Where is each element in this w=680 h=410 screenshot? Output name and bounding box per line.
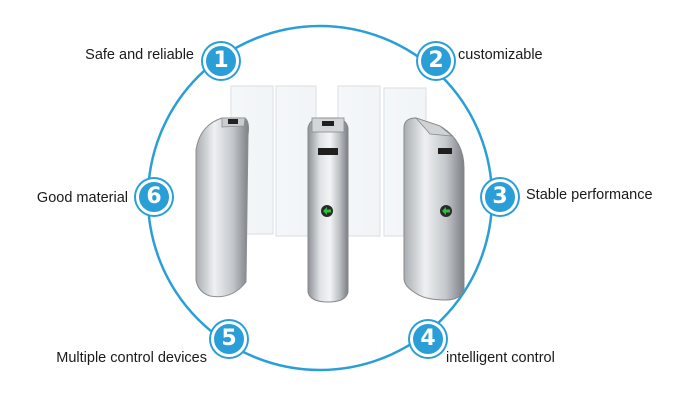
feature-label-5: Multiple control devices bbox=[56, 350, 207, 366]
feature-label-1: Safe and reliable bbox=[85, 47, 194, 63]
feature-badge-2: 2 bbox=[418, 43, 454, 79]
feature-label-3: Stable performance bbox=[526, 187, 653, 203]
feature-badge-1: 1 bbox=[203, 43, 239, 79]
feature-badge-4: 4 bbox=[410, 321, 446, 357]
feature-badge-6: 6 bbox=[136, 179, 172, 215]
turnstile-left-cabinet bbox=[195, 117, 250, 298]
turnstile-middle-cabinet bbox=[307, 117, 349, 303]
feature-badge-3: 3 bbox=[482, 179, 518, 215]
green-arrow-indicator-icon bbox=[442, 207, 450, 215]
feature-label-2: customizable bbox=[458, 47, 543, 63]
feature-badge-5: 5 bbox=[211, 321, 247, 357]
feature-label-4: intelligent control bbox=[446, 350, 555, 366]
feature-label-6: Good material bbox=[36, 190, 128, 206]
green-arrow-indicator-icon bbox=[323, 207, 331, 215]
turnstile-right-cabinet bbox=[403, 117, 465, 301]
